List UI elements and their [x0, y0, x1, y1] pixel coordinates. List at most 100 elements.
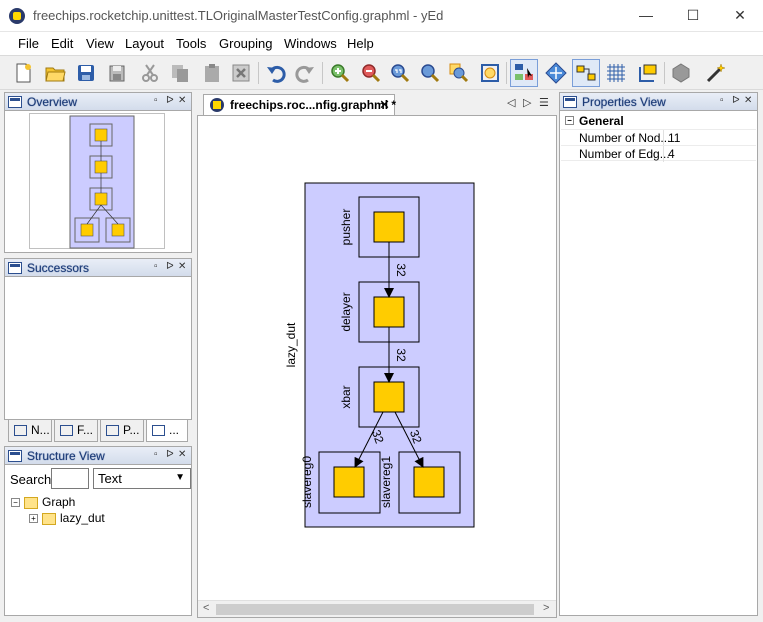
- folder-icon: [24, 496, 38, 509]
- cut-icon[interactable]: [136, 59, 164, 87]
- navigation-icon[interactable]: [542, 59, 570, 87]
- maximize-button[interactable]: ☐: [686, 7, 700, 23]
- tab-neighborhood[interactable]: N...: [8, 420, 52, 442]
- restore-icon[interactable]: ▫: [154, 261, 158, 272]
- menu-windows[interactable]: Windows: [284, 36, 337, 51]
- properties-section-general[interactable]: − General: [561, 113, 756, 129]
- node-slavereg0[interactable]: slavereg0: [300, 451, 381, 514]
- menu-tools[interactable]: Tools: [176, 36, 207, 51]
- undo-icon[interactable]: [262, 59, 290, 87]
- node-delayer[interactable]: delayer: [339, 281, 420, 343]
- collapse-icon[interactable]: −: [565, 116, 574, 125]
- chevron-down-icon: ▼: [175, 472, 185, 483]
- node-xbar[interactable]: xbar: [339, 366, 420, 428]
- pin-icon[interactable]: ᐅ: [166, 95, 174, 106]
- zoom-fit-icon[interactable]: [416, 59, 444, 87]
- snap-icon[interactable]: [634, 59, 662, 87]
- node-slavereg1[interactable]: slavereg1: [379, 451, 461, 514]
- zoom-original-icon[interactable]: [386, 59, 414, 87]
- menu-layout[interactable]: Layout: [125, 36, 165, 51]
- structure-panel-icon: [8, 450, 22, 462]
- grid-icon[interactable]: [602, 59, 630, 87]
- fit-content-icon[interactable]: [476, 59, 504, 87]
- edge-label: 32: [394, 263, 408, 277]
- scrollbar-thumb[interactable]: [216, 604, 534, 615]
- tree-item-lazy-dut[interactable]: + lazy_dut: [29, 511, 105, 525]
- paste-icon[interactable]: [198, 59, 226, 87]
- tab-f[interactable]: F...: [54, 420, 98, 442]
- tree-label: lazy_dut: [60, 511, 105, 525]
- tab-document[interactable]: freechips.roc...nfig.graphml * ✕: [203, 94, 396, 115]
- tab-label: F...: [77, 423, 94, 437]
- edge-xbar-slavereg1[interactable]: 32: [394, 411, 425, 468]
- edit-mode-icon[interactable]: [510, 59, 538, 87]
- collapse-icon[interactable]: −: [11, 498, 20, 508]
- save-icon[interactable]: [72, 59, 100, 87]
- tab-label: P...: [123, 423, 140, 437]
- property-row-edge-count[interactable]: Number of Edg... 4: [561, 145, 756, 162]
- scroll-right-icon[interactable]: >: [543, 602, 550, 614]
- copy-icon[interactable]: [166, 59, 194, 87]
- magic-wand-icon[interactable]: [702, 59, 730, 87]
- node-label: pusher: [339, 209, 353, 246]
- menu-view[interactable]: View: [86, 36, 114, 51]
- edge-delayer-xbar[interactable]: 32: [384, 327, 408, 383]
- successors-panel-icon: [8, 262, 22, 274]
- menu-help[interactable]: Help: [347, 36, 374, 51]
- pin-icon[interactable]: ᐅ: [166, 449, 174, 460]
- zoom-in-icon[interactable]: [326, 59, 354, 87]
- search-filter-select[interactable]: Text ▼: [93, 468, 191, 489]
- tab-next-icon[interactable]: ▷: [523, 97, 532, 109]
- structure-view-title: Structure View: [27, 449, 105, 463]
- menu-file[interactable]: File: [18, 36, 39, 51]
- overview-title: Overview: [27, 95, 78, 109]
- zoom-area-icon[interactable]: [445, 59, 473, 87]
- search-input[interactable]: [51, 468, 89, 489]
- tab-prev-icon[interactable]: ◁: [507, 97, 516, 109]
- minimize-button[interactable]: —: [639, 7, 653, 23]
- edge-pusher-delayer[interactable]: 32: [384, 242, 408, 298]
- overview-viewport[interactable]: [29, 113, 165, 249]
- restore-icon[interactable]: ▫: [154, 449, 158, 460]
- tree-item-graph[interactable]: −Graph: [11, 495, 75, 509]
- node-label: slavereg0: [300, 456, 314, 508]
- close-icon[interactable]: ✕: [178, 261, 187, 272]
- tab-successors[interactable]: ...: [146, 420, 188, 442]
- save-as-icon[interactable]: [103, 59, 131, 87]
- close-icon[interactable]: ✕: [178, 95, 187, 106]
- tab-list-icon[interactable]: ☰: [539, 97, 549, 109]
- menu-grouping[interactable]: Grouping: [219, 36, 273, 51]
- panel-icon: [106, 425, 119, 436]
- tab-p[interactable]: P...: [100, 420, 144, 442]
- close-icon[interactable]: ✕: [178, 449, 187, 460]
- close-tab-icon[interactable]: ✕: [379, 97, 390, 112]
- layout-icon[interactable]: [667, 59, 695, 87]
- successors-panel: Successors ▫ ᐅ ✕: [4, 258, 192, 420]
- yed-app-icon: [9, 8, 25, 24]
- close-icon[interactable]: ✕: [744, 95, 753, 106]
- expand-icon[interactable]: +: [29, 514, 38, 524]
- graph-canvas[interactable]: lazy_dut pusher delayer xbar slavereg0 s…: [197, 115, 557, 618]
- delete-icon[interactable]: [227, 59, 255, 87]
- successors-header: Successors ▫ ᐅ ✕: [5, 259, 191, 277]
- restore-icon[interactable]: ▫: [720, 95, 724, 106]
- open-folder-icon[interactable]: [41, 59, 69, 87]
- restore-icon[interactable]: ▫: [154, 95, 158, 106]
- overview-panel-icon: [8, 96, 22, 108]
- redo-icon[interactable]: [291, 59, 319, 87]
- side-tab-strip: N... F... P... ...: [4, 420, 192, 442]
- menu-bar: File Edit View Layout Tools Grouping Win…: [0, 32, 763, 56]
- editor-tab-strip: freechips.roc...nfig.graphml * ✕ ◁ ▷ ☰: [197, 92, 557, 115]
- pin-icon[interactable]: ᐅ: [166, 261, 174, 272]
- edge-xbar-slavereg0[interactable]: 32: [354, 411, 387, 468]
- grouping-icon[interactable]: [572, 59, 600, 87]
- node-pusher[interactable]: pusher: [339, 196, 420, 258]
- pin-icon[interactable]: ᐅ: [732, 95, 740, 106]
- close-window-button[interactable]: ✕: [734, 7, 746, 23]
- menu-edit[interactable]: Edit: [51, 36, 74, 51]
- zoom-out-icon[interactable]: [357, 59, 385, 87]
- scroll-left-icon[interactable]: <: [203, 602, 210, 614]
- new-document-icon[interactable]: [9, 59, 37, 87]
- horizontal-scrollbar[interactable]: < >: [198, 600, 556, 617]
- property-row-node-count[interactable]: Number of Nod... 11: [561, 129, 756, 146]
